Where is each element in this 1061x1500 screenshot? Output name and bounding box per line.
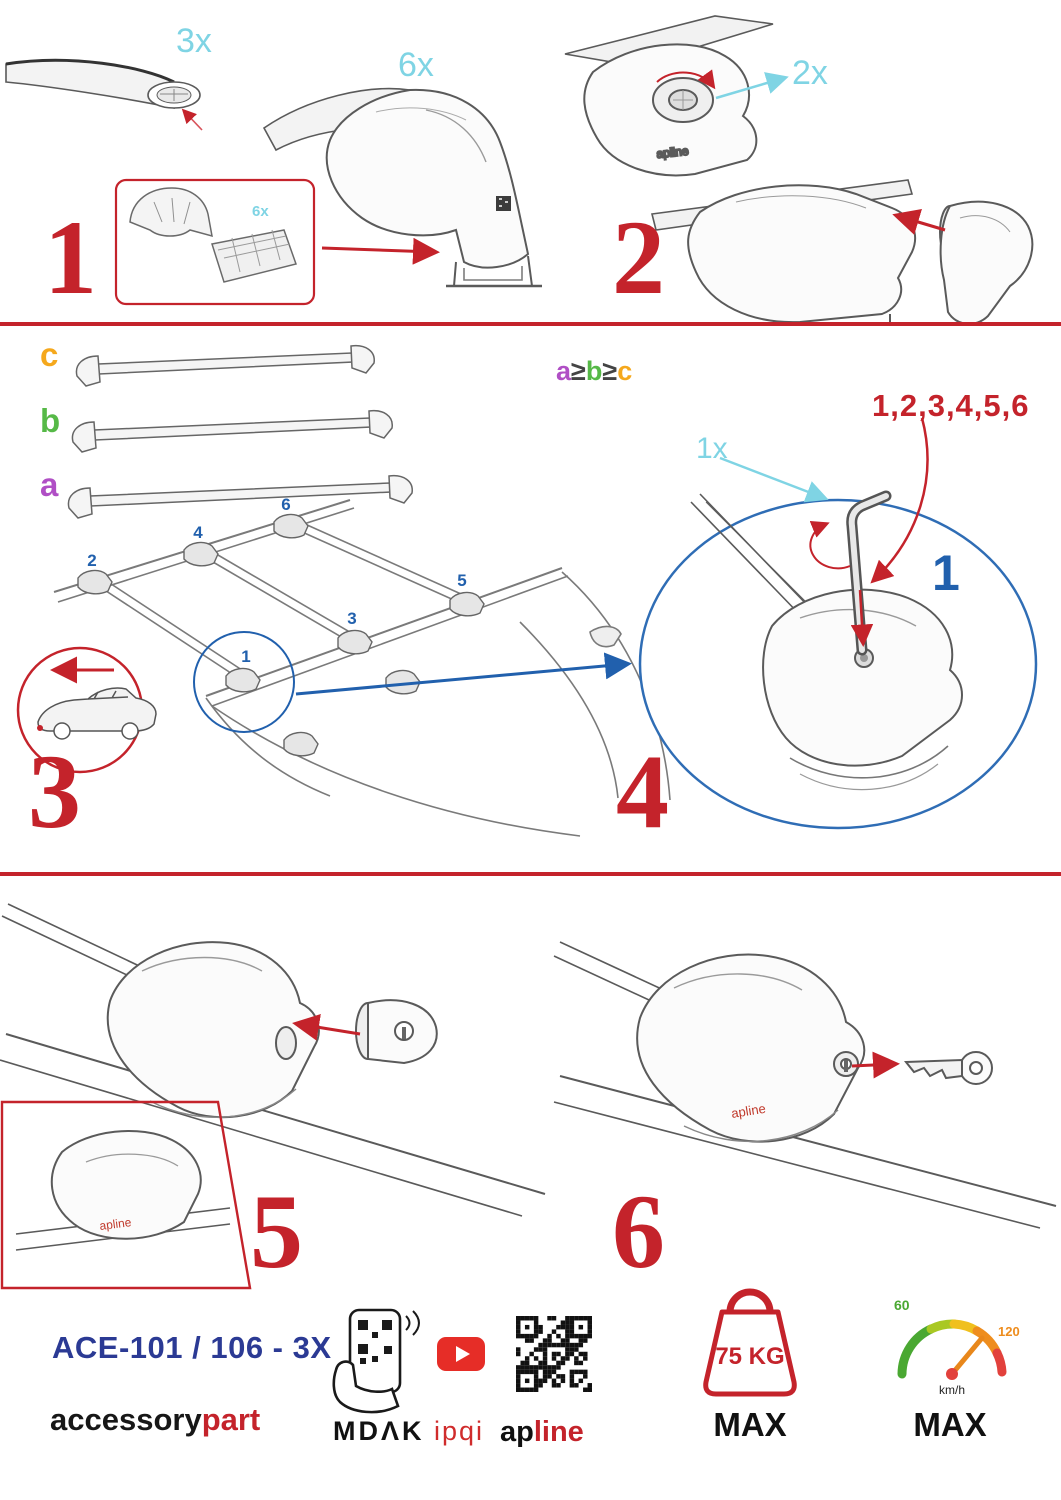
phone-qr-scan-icon — [332, 1308, 420, 1414]
qr-code-icon — [516, 1316, 592, 1392]
position-6-label: 6 — [281, 495, 290, 514]
step-1-number: 1 — [44, 199, 97, 316]
speed-max-value-label: 120 — [998, 1324, 1020, 1339]
speed-min-label: 60 — [894, 1297, 910, 1313]
step-6-number: 6 — [612, 1173, 665, 1290]
bar-c-label: c — [40, 336, 59, 373]
model-number: ACE-101 / 106 - 3X — [52, 1330, 332, 1365]
apline-logo-black: ap — [500, 1416, 534, 1448]
accessorypart-logo-black: accessory — [50, 1402, 202, 1437]
step2-lower-foot-drawing — [651, 179, 1034, 322]
speed-max-label: MAX — [913, 1406, 987, 1443]
speed-unit-label: km/h — [939, 1383, 965, 1397]
section-divider-1 — [0, 322, 1061, 326]
key-qty-label: 1x — [696, 432, 728, 465]
step3-step4-illustrations: 2 4 6 1 3 5 — [16, 344, 1038, 837]
key-insert-arrow — [851, 1051, 900, 1079]
bar-b-label: b — [40, 402, 61, 439]
step1-foot-drawing — [262, 87, 542, 288]
max-weight-value: 75 KG — [715, 1343, 784, 1370]
tighten-sequence-label: 1,2,3,4,5,6 — [872, 388, 1030, 423]
step-4-number: 4 — [616, 733, 669, 850]
inset-qty-label: 6x — [252, 203, 269, 220]
step5-step6-illustrations: apline apline — [0, 903, 1057, 1290]
weight-max-label: MAX — [713, 1406, 787, 1443]
end-cap-drawing — [939, 200, 1034, 322]
cap-insert-arrow — [892, 209, 946, 235]
speedometer-needle — [949, 1335, 985, 1377]
step5-result-inset-frame — [0, 1100, 252, 1290]
knob-qty-arrow — [715, 72, 789, 100]
step1-detail-inset: 6x — [114, 178, 440, 306]
sequence-arrow — [870, 417, 929, 584]
apline-logo-red: line — [533, 1416, 584, 1448]
position-2-label: 2 — [87, 551, 96, 570]
apline-logo: apline — [500, 1418, 584, 1447]
step6-drawing: apline — [553, 941, 1057, 1229]
foot-qty-label: 6x — [398, 46, 434, 84]
ipqi-logo: ipqi — [434, 1416, 485, 1446]
inset-to-foot-arrow — [321, 237, 440, 265]
youtube-icon — [437, 1337, 485, 1371]
bar-a-label: a — [40, 466, 59, 503]
step-5-number: 5 — [250, 1173, 303, 1290]
step2-upper-foot-drawing: apline — [564, 15, 774, 177]
step-2-number: 2 — [612, 199, 665, 316]
speed-limit-icon: 60 120 km/h — [894, 1297, 1020, 1397]
accessorypart-logo: accessorypart — [50, 1404, 260, 1435]
brand-logo-text: apline — [730, 1101, 767, 1121]
foot1-highlight-circle — [193, 631, 295, 733]
rule-ge1: ≥ — [571, 356, 586, 386]
brand-logo-text: apline — [656, 144, 690, 161]
bar-qty-label: 3x — [176, 22, 212, 60]
qr-code-modules — [516, 1316, 592, 1392]
position-4-label: 4 — [193, 523, 203, 542]
cover-insert-arrow — [292, 1014, 361, 1041]
magnifier-detail — [638, 490, 1038, 830]
lock-cover-drawing — [355, 999, 438, 1065]
rotate-key-arrow — [809, 520, 851, 570]
crossbar-drawing — [5, 58, 203, 131]
knob-qty-label: 2x — [792, 54, 828, 92]
mdak-logo: MDΛK — [333, 1416, 425, 1446]
rule-b: b — [585, 356, 603, 386]
step5-result-inset: apline — [15, 1130, 231, 1251]
car-direction-inset — [16, 646, 157, 774]
zoom-link-arrow — [295, 652, 632, 696]
rule-c: c — [617, 356, 633, 386]
brand-logo-text: apline — [99, 1215, 133, 1233]
car-roof-drawing — [53, 499, 671, 837]
step-3-number: 3 — [28, 733, 81, 850]
position-3-label: 3 — [347, 609, 356, 628]
step1-step2-illustrations: 6x apline — [5, 15, 1034, 322]
rule-a: a — [556, 356, 572, 386]
key-drawing — [903, 1051, 993, 1085]
press-down-arrow — [850, 589, 874, 647]
weight-limit-icon: 75 KG — [703, 1288, 797, 1397]
section-divider-2 — [0, 872, 1061, 876]
accessorypart-logo-red: part — [201, 1402, 261, 1437]
tighten-rotation-arrow — [656, 69, 716, 90]
size-rule-label: a≥b≥c — [556, 358, 632, 385]
position-numbers: 2 4 6 1 3 5 — [87, 495, 466, 666]
first-position-label: 1 — [932, 545, 960, 601]
key-qty-arrow — [719, 456, 829, 503]
position-5-label: 5 — [457, 571, 466, 590]
step5-drawing: apline — [0, 903, 546, 1290]
rule-ge2: ≥ — [602, 356, 618, 386]
position-1-label: 1 — [241, 647, 250, 666]
bar-length-options-drawing — [67, 344, 413, 519]
